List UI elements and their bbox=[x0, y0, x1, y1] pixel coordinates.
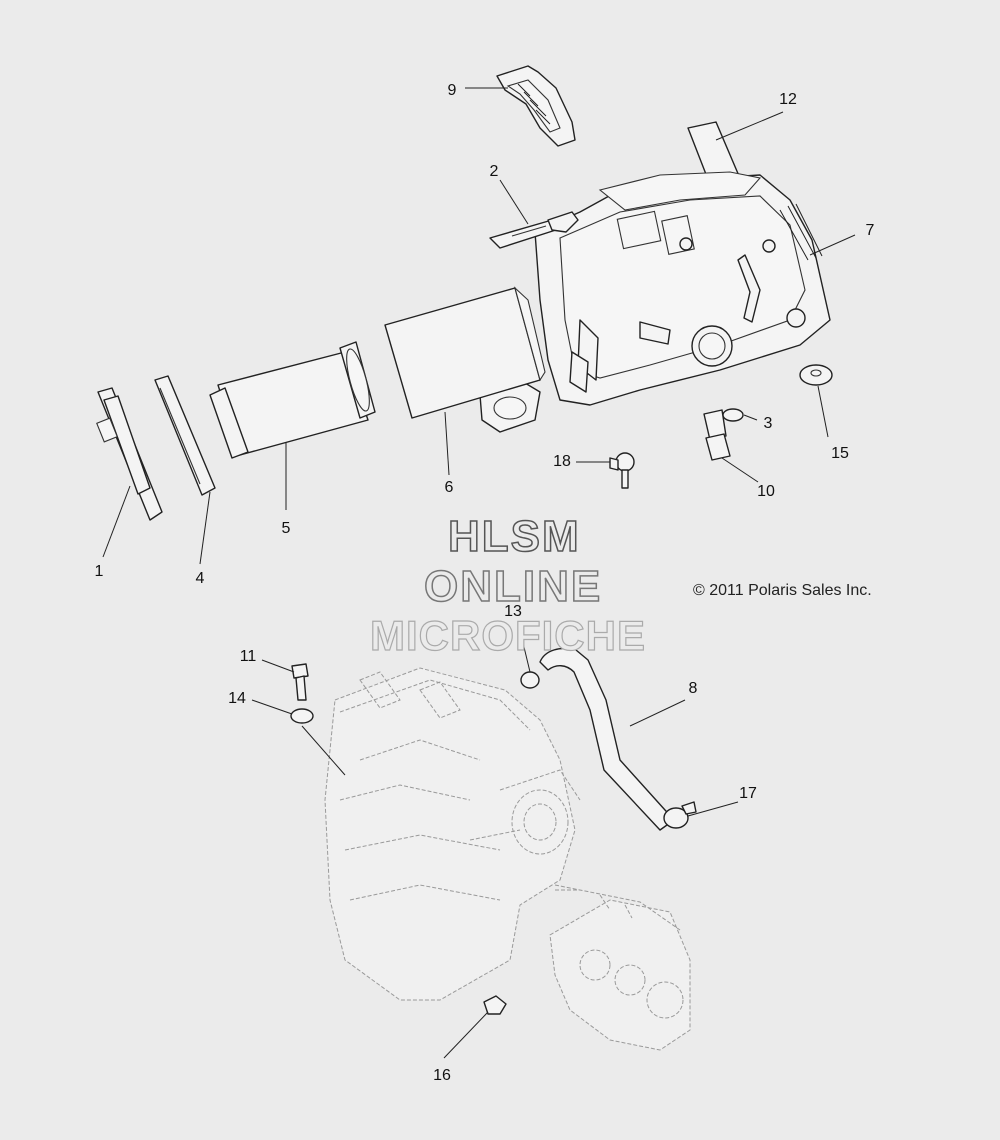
part-4-gasket bbox=[154, 375, 216, 496]
callout-18: 18 bbox=[553, 453, 571, 470]
part-16-nut bbox=[483, 995, 507, 1015]
part-1-end-cover bbox=[96, 387, 163, 521]
part-3-o-ring bbox=[722, 408, 744, 422]
callout-4: 4 bbox=[196, 570, 205, 587]
callout-12: 12 bbox=[779, 91, 797, 108]
watermark-line-3: MICROFICHE bbox=[369, 611, 646, 659]
part-10-drain-valve bbox=[703, 409, 731, 461]
part-11-bolt bbox=[291, 663, 309, 701]
callout-11: 11 bbox=[240, 648, 257, 665]
callout-16: 16 bbox=[433, 1067, 451, 1084]
callout-numbers: 9 2 12 7 3 15 10 18 6 5 4 1 13 8 17 11 1… bbox=[95, 82, 875, 1084]
callout-9: 9 bbox=[448, 82, 457, 99]
part-18-clamp bbox=[609, 452, 635, 489]
leader-lines bbox=[102, 87, 856, 1059]
callout-15: 15 bbox=[831, 445, 849, 462]
callout-17: 17 bbox=[739, 785, 757, 802]
part-13-clamp bbox=[520, 671, 540, 689]
part-7-airbox bbox=[479, 171, 831, 433]
part-14-washer bbox=[290, 708, 314, 724]
part-15-grommet bbox=[799, 364, 833, 386]
callout-2: 2 bbox=[490, 163, 499, 180]
part-5-filter-element bbox=[209, 341, 376, 459]
callout-3: 3 bbox=[764, 415, 773, 432]
callout-13: 13 bbox=[504, 603, 522, 620]
part-17-clamp bbox=[663, 801, 697, 829]
callout-10: 10 bbox=[757, 483, 775, 500]
callout-6: 6 bbox=[445, 479, 454, 496]
callout-5: 5 bbox=[282, 520, 291, 537]
engine-reference bbox=[324, 667, 691, 1051]
callout-14: 14 bbox=[228, 690, 246, 707]
callout-1: 1 bbox=[95, 563, 104, 580]
watermark-line-2: ONLINE bbox=[423, 561, 603, 612]
watermark-line-1: HLSM bbox=[447, 511, 581, 562]
callout-7: 7 bbox=[866, 222, 875, 239]
part-6-pre-filter bbox=[384, 286, 546, 419]
callout-8: 8 bbox=[689, 680, 698, 697]
part-9-cover bbox=[496, 65, 576, 147]
copyright-notice: © 2011 Polaris Sales Inc. bbox=[693, 582, 872, 599]
part-2-strap bbox=[489, 211, 579, 249]
